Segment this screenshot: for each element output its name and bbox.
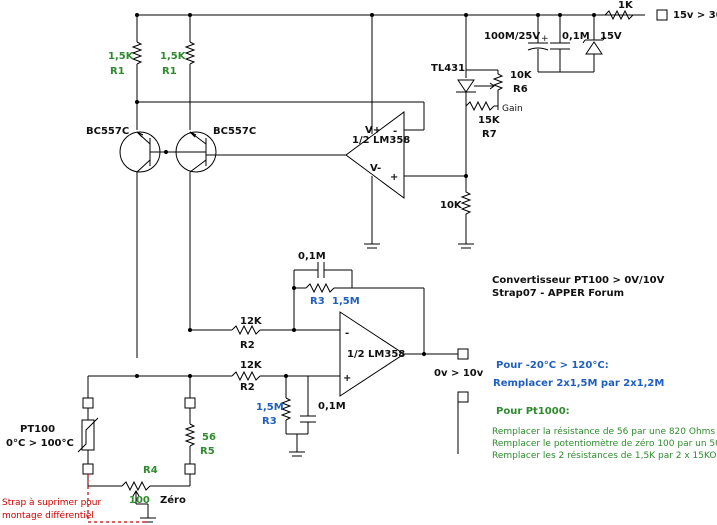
r7-value: 15K (478, 115, 501, 126)
gain-label: Gain (502, 104, 523, 114)
r5-name: R5 (200, 446, 215, 457)
q-left-label: BC557C (86, 126, 129, 137)
r7-name: R7 (482, 129, 497, 140)
strap-note-line1: Strap à suprimer pour (2, 498, 102, 508)
r6-value: 10K (510, 70, 533, 81)
notes-range-heading: Pour -20°C > 120°C: (496, 360, 609, 371)
opamp2-plus: + (343, 373, 351, 384)
sensor-bridge (77, 374, 196, 523)
r2-bot-value: 12K (240, 360, 263, 371)
supply-input-terminal (656, 9, 668, 21)
supply-rail (137, 9, 668, 21)
pt100-terminal-top (82, 397, 94, 409)
r5-value: 56 (202, 432, 216, 443)
r4-name: R4 (143, 465, 158, 476)
notes-pt1000-line-2: Remplacer le potentiomètre de zéro 100 p… (492, 438, 717, 449)
opamp1-minus: - (393, 126, 397, 137)
r2-top-name: R2 (240, 340, 255, 351)
c-in-label: 0,1M (318, 401, 346, 412)
r1-right-name: R1 (162, 66, 177, 77)
r3-top-name: R3 (310, 296, 325, 307)
r3-bot-value: 1,5M (256, 402, 284, 413)
r2-top-value: 12K (240, 316, 263, 327)
c-fb-label: 0,1M (298, 251, 326, 262)
r1-left-value: 1,5K (108, 51, 135, 62)
strap-wire (87, 474, 148, 523)
svg-text:+: + (541, 34, 549, 44)
r5-terminal-bottom (184, 463, 196, 475)
opamp1-label: 1/2 LM358 (352, 135, 410, 146)
supply-resistor-label: 1K (618, 0, 634, 11)
output-terminal (457, 348, 469, 360)
opamp2-minus: - (345, 328, 349, 339)
notes-title-2: Strap07 - APPER Forum (492, 288, 624, 299)
zero-label: Zéro (160, 494, 186, 506)
tl431-regulator (456, 13, 504, 249)
notes-pt1000-line-3: Remplacer les 2 résistances de 1,5K par … (492, 450, 717, 461)
pt100-range: 0°C > 100°C (6, 438, 74, 449)
strap-note-line2: montage différentiel (2, 510, 94, 521)
opamp2-label: 1/2 LM358 (347, 349, 405, 360)
notes-title-1: Convertisseur PT100 > 0V/10V (492, 275, 665, 286)
filter-caps: + (527, 13, 606, 73)
r1-right-value: 1,5K (160, 51, 187, 62)
r6-name: R6 (513, 84, 528, 95)
zener-label: 15V (600, 31, 622, 42)
r3-bot-name: R3 (262, 416, 277, 427)
r5-terminal-top (184, 397, 196, 409)
opamp1-plus: + (390, 172, 398, 183)
pt100-label: PT100 (20, 424, 55, 435)
opamp1-vminus: V- (370, 163, 381, 174)
current-source (119, 13, 466, 358)
notes-range-text: Remplacer 2x1,5M par 2x1,2M (493, 378, 664, 389)
output-label: 0v > 10v (434, 368, 484, 379)
notes-pt1000-heading: Pour Pt1000: (496, 406, 570, 417)
opamp1-vplus: V+ (365, 125, 381, 136)
amplifier (137, 262, 469, 457)
supply-input-label: 15v > 30V (673, 10, 717, 21)
pt100-terminal-bottom (82, 463, 94, 475)
r-bottom-value: 10K (440, 200, 463, 211)
tl431-label: TL431 (431, 63, 465, 74)
notes-pt1000-line-1: Remplacer la résistance de 56 par une 82… (492, 426, 715, 437)
output-ground-terminal (457, 391, 469, 403)
q-right-label: BC557C (213, 126, 256, 137)
r2-bot-name: R2 (240, 382, 255, 393)
ceramic-cap-label: 0,1M (562, 31, 590, 42)
r4-value: 100 (129, 495, 150, 506)
electrolytic-cap-label: 100M/25V (484, 31, 540, 42)
r1-left-name: R1 (110, 66, 125, 77)
r3-top-value: 1,5M (332, 296, 360, 307)
